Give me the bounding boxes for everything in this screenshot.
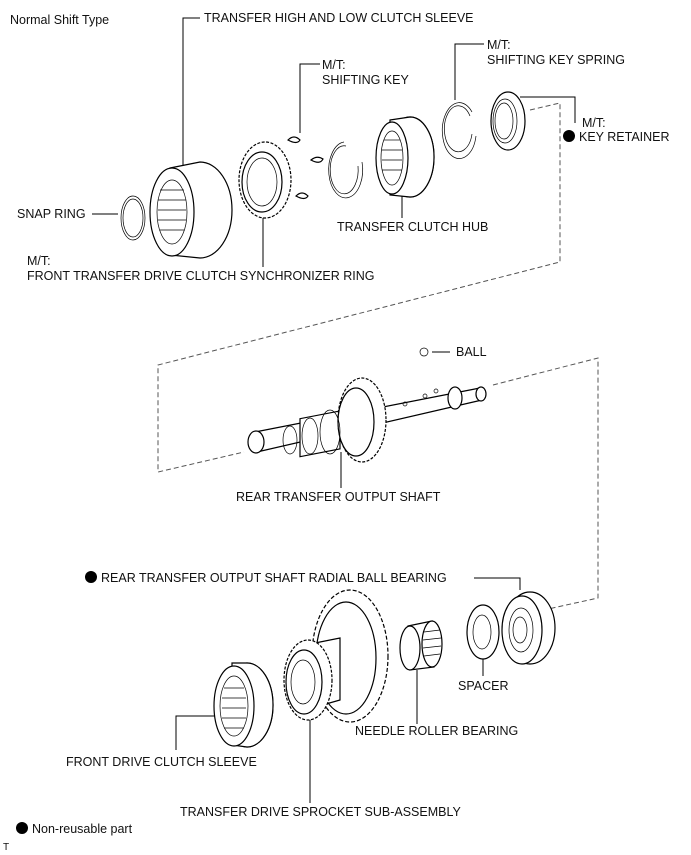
label-synchronizer-ring: M/T: FRONT TRANSFER DRIVE CLUTCH SYNCHRO…: [27, 254, 374, 284]
label-radial-ball-bearing: REAR TRANSFER OUTPUT SHAFT RADIAL BALL B…: [85, 571, 447, 586]
assembly-guide-lines: [157, 102, 599, 614]
label-shifting-key: M/T: SHIFTING KEY: [322, 58, 409, 88]
label-key-retainer-name: KEY RETAINER: [579, 130, 670, 144]
high-low-clutch-sleeve-part: [149, 161, 233, 259]
legend: Non-reusable part: [16, 822, 132, 837]
non-reusable-marker-icon: [16, 822, 28, 834]
label-key-retainer-prefix: M/T:: [582, 116, 606, 130]
label-shifting-key-spring-name: SHIFTING KEY SPRING: [487, 53, 625, 67]
rear-transfer-output-shaft-part: [247, 377, 487, 463]
label-rear-transfer-output-shaft: REAR TRANSFER OUTPUT SHAFT: [236, 490, 441, 504]
label-spacer: SPACER: [458, 679, 509, 693]
front-drive-clutch-sleeve-part: [213, 662, 274, 748]
label-ball: BALL: [456, 345, 487, 359]
transfer-clutch-hub-part: [375, 116, 435, 198]
label-synchronizer-ring-prefix: M/T:: [27, 254, 51, 268]
leader-lines: [92, 17, 576, 803]
non-reusable-marker-icon: [563, 130, 575, 142]
label-shifting-key-name: SHIFTING KEY: [322, 73, 409, 87]
shifting-key-spring-part-a: [328, 141, 364, 199]
label-front-drive-clutch-sleeve: FRONT DRIVE CLUTCH SLEEVE: [66, 755, 257, 769]
ball-part: [419, 347, 429, 357]
key-retainer-part: [490, 91, 526, 151]
non-reusable-marker-icon: [85, 571, 97, 583]
label-synchronizer-ring-name: FRONT TRANSFER DRIVE CLUTCH SYNCHRONIZER…: [27, 269, 375, 283]
label-shifting-key-prefix: M/T:: [322, 58, 346, 72]
label-radial-ball-bearing-name: REAR TRANSFER OUTPUT SHAFT RADIAL BALL B…: [101, 571, 447, 585]
synchronizer-ring-part: [238, 141, 292, 219]
legend-text: Non-reusable part: [32, 822, 133, 836]
label-transfer-drive-sprocket: TRANSFER DRIVE SPROCKET SUB-ASSEMBLY: [180, 805, 461, 819]
shifting-key-spring-part-b: [441, 102, 477, 159]
label-shifting-key-spring: M/T: SHIFTING KEY SPRING: [487, 38, 625, 68]
snap-ring-part: [120, 195, 146, 241]
shifting-keys-part: [287, 136, 324, 200]
label-needle-roller-bearing: NEEDLE ROLLER BEARING: [355, 724, 519, 738]
diagram-title: Normal Shift Type: [10, 13, 110, 27]
label-shifting-key-spring-prefix: M/T:: [487, 38, 511, 52]
footer-mark: T: [3, 842, 10, 853]
label-key-retainer: KEY RETAINER: [563, 130, 670, 145]
needle-roller-bearing-part: [399, 620, 443, 671]
spacer-part: [466, 604, 500, 660]
label-transfer-clutch-hub: TRANSFER CLUTCH HUB: [337, 220, 489, 234]
label-high-low-clutch-sleeve: TRANSFER HIGH AND LOW CLUTCH SLEEVE: [204, 11, 474, 25]
radial-ball-bearing-part: [501, 591, 556, 665]
transfer-drive-sprocket-part: [283, 589, 389, 723]
label-snap-ring: SNAP RING: [17, 207, 86, 221]
